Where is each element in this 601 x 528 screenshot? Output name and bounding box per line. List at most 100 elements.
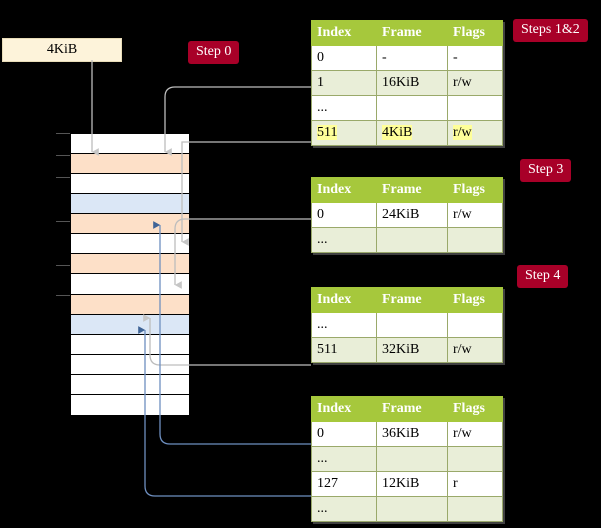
memory-tick [56, 265, 70, 266]
memory-frame-row [71, 394, 189, 415]
cell-frame [376, 446, 448, 472]
cell-index: ... [311, 446, 377, 472]
highlight-span: 4KiB [382, 124, 413, 140]
memory-frame-row [71, 334, 189, 355]
memory-frame-row [71, 174, 189, 195]
cell-index: 0 [311, 202, 377, 228]
cell-flags: r [447, 471, 503, 497]
memory-frame-row [71, 214, 189, 235]
step-label-text: Step 3 [528, 162, 564, 177]
step-label-text: Step 0 [196, 44, 232, 59]
step-label-text: Step 4 [525, 268, 561, 283]
cell-flags [447, 496, 503, 522]
cell-flags: r/w [447, 202, 503, 228]
cell-frame [376, 496, 448, 522]
highlight-span: 511 [317, 124, 338, 140]
cell-flags: - [447, 45, 503, 71]
cell-index: 511 [311, 120, 377, 146]
memory-frame-row [71, 314, 189, 335]
step-label-text: Steps 1&2 [521, 22, 580, 37]
table-row: ... [311, 227, 503, 253]
column-header-flags: Flags [447, 20, 503, 46]
source-frame-box: 4KiB [2, 38, 122, 62]
memory-frame-row [71, 254, 189, 275]
step-label-step-3: Step 3 [520, 159, 572, 182]
cell-frame: 4KiB [376, 120, 448, 146]
cell-flags [447, 95, 503, 121]
memory-frame-row [71, 294, 189, 315]
step-label-step-4: Step 4 [517, 265, 569, 288]
cell-frame [376, 312, 448, 338]
cell-flags: r/w [447, 70, 503, 96]
table-row: 511 4KiB r/w [311, 120, 503, 146]
cell-frame: 32KiB [376, 337, 448, 363]
column-header-index: Index [311, 20, 377, 46]
cell-frame: 36KiB [376, 421, 448, 447]
physical-memory-column [70, 133, 190, 415]
cell-frame: 24KiB [376, 202, 448, 228]
source-frame-label: 4KiB [46, 42, 78, 57]
cell-index: 127 [311, 471, 377, 497]
cell-frame: 16KiB [376, 70, 448, 96]
highlight-span: r/w [453, 124, 472, 140]
cell-flags [447, 312, 503, 338]
memory-tick [56, 155, 70, 156]
memory-frame-row [71, 134, 189, 155]
cell-index: ... [311, 227, 377, 253]
memory-tick [56, 133, 70, 134]
column-header-flags: Flags [447, 396, 503, 422]
wire-table0-511-to-memory [181, 141, 311, 246]
cell-index: 511 [311, 337, 377, 363]
column-header-index: Index [311, 177, 377, 203]
memory-frame-row [71, 274, 189, 295]
table-row: ... [311, 312, 503, 338]
cell-index: 1 [311, 70, 377, 96]
cell-flags: r/w [447, 421, 503, 447]
step-label-steps-1-2: Steps 1&2 [513, 19, 588, 42]
memory-tick [56, 295, 70, 296]
cell-flags: r/w [447, 120, 503, 146]
cell-frame: 12KiB [376, 471, 448, 497]
memory-frame-row [71, 154, 189, 175]
memory-tick [56, 221, 70, 222]
cell-frame [376, 95, 448, 121]
cell-frame [376, 227, 448, 253]
column-header-index: Index [311, 396, 377, 422]
table-row: ... [311, 496, 503, 522]
table-row: 0-- [311, 45, 503, 71]
memory-frame-row [71, 374, 189, 395]
cell-frame: - [376, 45, 448, 71]
column-header-frame: Frame [376, 287, 448, 313]
column-header-frame: Frame [376, 177, 448, 203]
cell-flags [447, 446, 503, 472]
column-header-flags: Flags [447, 177, 503, 203]
column-header-flags: Flags [447, 287, 503, 313]
cell-index: 0 [311, 45, 377, 71]
column-header-frame: Frame [376, 396, 448, 422]
table-row: ... [311, 95, 503, 121]
cell-flags [447, 227, 503, 253]
memory-frame-row [71, 234, 189, 255]
cell-index: ... [311, 95, 377, 121]
memory-frame-row [71, 194, 189, 215]
cell-flags: r/w [447, 337, 503, 363]
step-label-step-0: Step 0 [188, 41, 240, 64]
table-row: ... [311, 446, 503, 472]
memory-frame-row [71, 354, 189, 375]
column-header-frame: Frame [376, 20, 448, 46]
cell-index: ... [311, 312, 377, 338]
wire-table1-to-memory [174, 218, 311, 289]
cell-index: ... [311, 496, 377, 522]
